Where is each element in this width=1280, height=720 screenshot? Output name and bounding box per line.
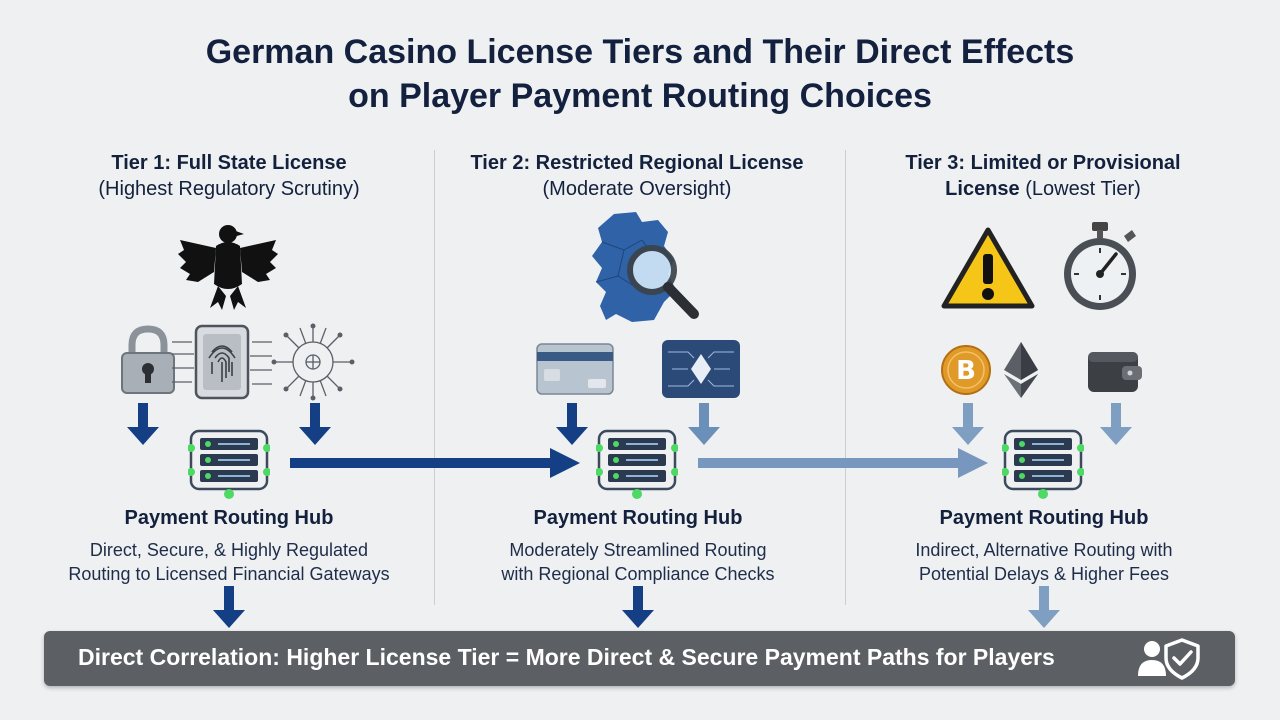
server-icon	[188, 429, 270, 499]
down-arrow-icon	[1028, 586, 1060, 628]
tier-3-hub-line-1: Indirect, Alternative Routing with	[915, 540, 1173, 560]
wallet-icon	[1088, 352, 1142, 392]
title-line-1: German Casino License Tiers and Their Di…	[205, 33, 1075, 71]
down-arrow-icon	[127, 403, 159, 445]
user-shield-icon	[1138, 638, 1200, 680]
banner-text: Direct Correlation: Higher License Tier …	[78, 644, 1055, 670]
tier-1-hub-line-1: Direct, Secure, & Highly Regulated	[89, 540, 369, 560]
padlock-icon	[121, 325, 175, 394]
correlation-banner	[44, 631, 1235, 686]
tier-3-header: Tier 3: Limited or Provisional License (…	[863, 150, 1223, 202]
server-icon	[1002, 429, 1084, 499]
flow-arrow-1-to-2-icon	[290, 448, 580, 478]
stopwatch-icon	[1064, 222, 1136, 310]
tier-3-hub-line-2: Potential Delays & Higher Fees	[918, 564, 1170, 584]
tier-2-hub-line-1: Moderately Streamlined Routing	[509, 540, 767, 560]
tier-3-hub-title: Payment Routing Hub	[939, 507, 1149, 529]
tier-3-heading: Tier 3: Limited or Provisional	[905, 152, 1181, 174]
flow-arrow-2-to-3-icon	[698, 448, 988, 478]
tier-2-subheading: (Moderate Oversight)	[542, 178, 732, 200]
ethereum-icon	[1004, 342, 1038, 398]
tier-1-header: Tier 1: Full State License (Highest Regu…	[49, 150, 409, 202]
tier-2-hub-description: Moderately Streamlined Routing with Regi…	[438, 538, 838, 586]
down-arrow-icon	[952, 403, 984, 445]
tier-3-hub-description: Indirect, Alternative Routing with Poten…	[844, 538, 1244, 586]
down-arrow-icon	[1100, 403, 1132, 445]
tier-1-heading: Tier 1: Full State License	[111, 152, 347, 174]
down-arrow-icon	[213, 586, 245, 628]
down-arrow-icon	[622, 586, 654, 628]
tier-2-header: Tier 2: Restricted Regional License (Mod…	[457, 150, 817, 202]
circuit-icon	[271, 323, 355, 401]
column-divider-2	[845, 150, 846, 605]
eagle-icon	[178, 225, 278, 310]
column-divider-1	[434, 150, 435, 605]
server-icon	[596, 429, 678, 499]
tier-3-subheading: (Lowest Tier)	[1019, 178, 1141, 200]
title-line-2: on Player Payment Routing Choices	[348, 77, 932, 115]
fingerprint-icon	[172, 324, 272, 400]
down-arrow-icon	[556, 403, 588, 445]
germany-map-icon	[592, 212, 699, 322]
bitcoin-icon: B	[941, 345, 991, 395]
tier-1-subheading: (Highest Regulatory Scrutiny)	[98, 178, 360, 200]
tier-2-hub-title: Payment Routing Hub	[533, 507, 743, 529]
warning-icon	[941, 227, 1035, 309]
tier-2-hub-line-2: with Regional Compliance Checks	[501, 564, 775, 584]
tier-1-hub-title: Payment Routing Hub	[124, 507, 334, 529]
tier-1-hub-description: Direct, Secure, & Highly Regulated Routi…	[29, 538, 429, 586]
tier-3-heading-license: License	[945, 178, 1020, 200]
down-arrow-icon	[299, 403, 331, 445]
chip-icon	[662, 340, 740, 398]
credit-card-icon	[536, 343, 614, 395]
tier-2-heading: Tier 2: Restricted Regional License	[470, 152, 804, 174]
tier-1-hub-line-2: Routing to Licensed Financial Gateways	[68, 564, 390, 584]
svg-text:B: B	[956, 356, 976, 386]
down-arrow-icon	[688, 403, 720, 445]
page-title: German Casino License Tiers and Their Di…	[0, 30, 1280, 118]
